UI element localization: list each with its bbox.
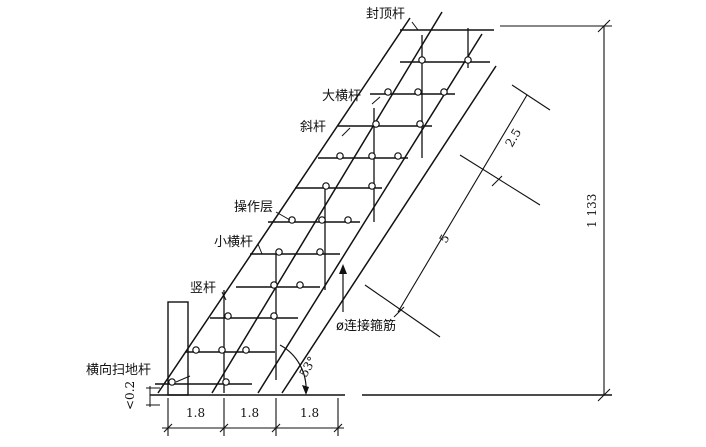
dim-bay-3: 1.8 (300, 406, 319, 420)
coupler (368, 152, 376, 160)
bay-dimensions (162, 398, 344, 436)
angle-arrow-icon (302, 385, 309, 395)
dim-slope-short: 2.5 (502, 126, 524, 150)
label-transom: 小横杆 (214, 235, 253, 250)
coupler (168, 378, 176, 386)
label-standard: 竖杆 (190, 281, 216, 296)
coupler (440, 88, 448, 96)
dim-angle: 53° (296, 354, 319, 379)
coupler (394, 152, 402, 160)
coupler (192, 346, 200, 354)
label-sweep-rod: 横向扫地杆 (86, 362, 151, 378)
label-connector: ø连接箍筋 (336, 318, 396, 334)
coupler (288, 216, 296, 224)
connector-arrow (339, 264, 347, 312)
label-working-layer: 操作层 (234, 199, 273, 215)
coupler (372, 120, 380, 128)
inclined-standards (157, 11, 497, 394)
coupler (224, 312, 232, 320)
standard-rail-2 (211, 11, 443, 394)
couplers (168, 56, 472, 386)
leader-lines (175, 21, 419, 383)
slope-dimension (364, 84, 551, 338)
dim-bay-2: 1.8 (240, 406, 259, 420)
coupler (416, 120, 424, 128)
coupler (322, 182, 330, 190)
height-dimension (500, 19, 612, 402)
label-offset: <0.2 (123, 381, 137, 410)
coupler (418, 56, 426, 64)
label-top-rail: 封顶杆 (366, 7, 405, 22)
coupler (384, 88, 392, 96)
coupler (414, 88, 422, 96)
coupler (242, 346, 250, 354)
standard-rail-4 (281, 65, 497, 394)
dim-height: 1 133 (585, 194, 599, 228)
coupler (344, 216, 352, 224)
standard-rail-3 (257, 33, 483, 394)
coupler (318, 216, 326, 224)
offset-dimension (146, 386, 160, 407)
coupler (336, 152, 344, 160)
coupler (270, 312, 278, 320)
coupler (275, 248, 283, 256)
coupler (222, 378, 230, 386)
label-diagonal: 斜杆 (300, 120, 326, 135)
coupler (368, 182, 376, 190)
coupler (316, 248, 324, 256)
coupler (270, 281, 278, 289)
arrow-head-icon (339, 264, 347, 274)
coupler (218, 346, 226, 354)
horizontal-ledgers (155, 29, 494, 385)
dim-bay-1: 1.8 (186, 406, 205, 420)
label-ledger: 大横杆 (322, 89, 361, 104)
standard-rail-1 (157, 17, 411, 394)
coupler (296, 281, 304, 289)
coupler (464, 56, 472, 64)
